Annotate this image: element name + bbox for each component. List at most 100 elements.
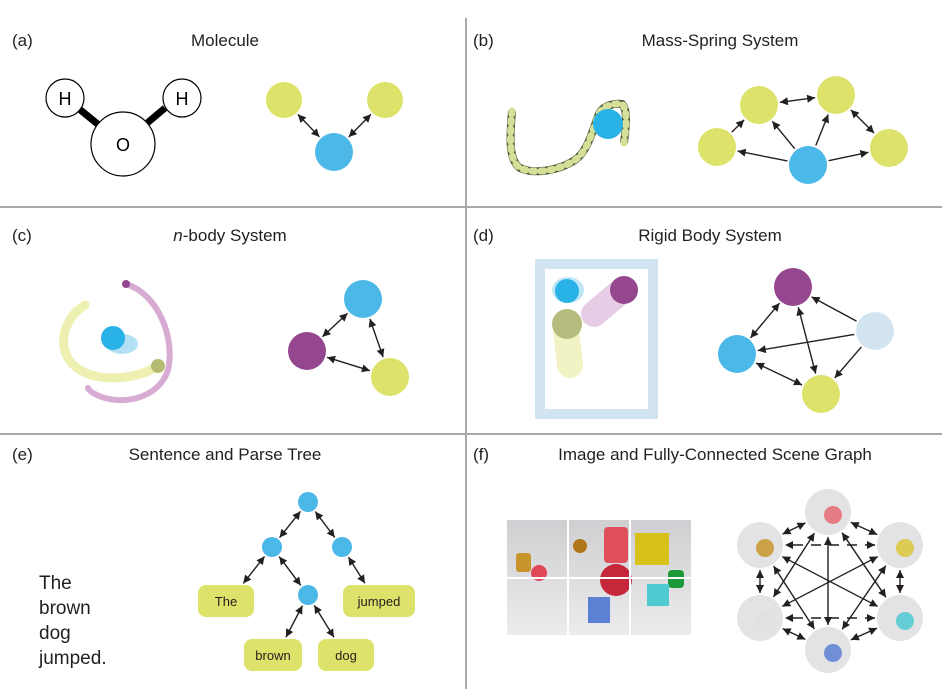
arrowhead [868, 599, 878, 607]
arrowhead [735, 119, 745, 129]
tree-node [332, 537, 352, 557]
arrowhead [809, 364, 818, 374]
scene-node-object [756, 612, 774, 630]
arrowhead [785, 614, 793, 622]
arrowhead [878, 565, 886, 575]
graph-node [698, 128, 736, 166]
atom-o-label: O [116, 135, 130, 155]
arrowhead [867, 541, 875, 549]
arrowhead [376, 348, 385, 358]
edge-line [757, 333, 855, 352]
arrowhead [757, 345, 767, 354]
purple-trajectory [85, 281, 173, 404]
arrowhead [824, 537, 832, 545]
rigid-body-graph [718, 268, 894, 413]
arrowhead [292, 576, 301, 586]
graph-node [802, 375, 840, 413]
arrowhead [322, 328, 331, 337]
word-box [244, 639, 302, 671]
arrowhead [785, 541, 793, 549]
scene-image [507, 520, 691, 635]
spring-masses [506, 100, 630, 175]
graph-node [367, 82, 403, 118]
arrowhead [859, 150, 869, 158]
atom-h-right [162, 78, 202, 118]
gold-cube [635, 533, 669, 565]
arrowhead [793, 377, 803, 386]
arrowhead [850, 632, 860, 641]
edge-line [773, 565, 815, 630]
panel-title: Rigid Body System [638, 226, 782, 245]
arrowhead [796, 522, 806, 531]
container-box [535, 259, 658, 419]
arrowhead [326, 628, 334, 638]
horizontal-divider-1 [0, 206, 942, 208]
sentence-text: The brown dog jumped. [39, 571, 107, 671]
arrowhead [868, 527, 878, 535]
arrowhead [368, 318, 377, 328]
panel-label: (b) [473, 31, 494, 50]
panel-title: Mass-Spring System [641, 31, 799, 50]
word-label: The [215, 594, 237, 609]
scene-node-object [896, 612, 914, 630]
word-label: brown [255, 648, 290, 663]
word-box [343, 585, 415, 617]
n-body-graph [288, 280, 409, 396]
arrowhead [782, 556, 792, 564]
arrowhead [867, 614, 875, 622]
panel-title: Image and Fully-Connected Scene Graph [558, 445, 872, 464]
vertical-divider [465, 18, 467, 689]
cyan-cube [647, 584, 669, 606]
arrowhead [878, 588, 886, 598]
parse-tree-graph: The brown dog jumped [198, 492, 415, 671]
edge-line [781, 555, 879, 608]
sentence-line-2: dog jumped. [39, 623, 107, 669]
arrowhead [315, 511, 324, 521]
panel-title: n-body System [140, 226, 320, 246]
gold-sphere [573, 539, 587, 553]
graph-node [774, 268, 812, 306]
arrowhead [279, 556, 288, 566]
arrowhead [850, 109, 860, 119]
word-box [318, 639, 374, 671]
arrowhead [796, 307, 805, 317]
atom-h-right-label: H [176, 89, 189, 109]
edge-line [737, 150, 788, 162]
arrowhead [896, 585, 904, 593]
arrowhead [824, 617, 832, 625]
edge-line [797, 307, 817, 374]
graph-node [740, 86, 778, 124]
arrowhead [806, 94, 816, 103]
arrowhead [357, 574, 365, 584]
arrowhead [782, 628, 792, 636]
atom-h-left [45, 78, 85, 118]
bond-left [75, 105, 103, 129]
graph-node [266, 82, 302, 118]
edge-line [772, 532, 816, 598]
word-label: dog [335, 648, 357, 663]
arrowhead [896, 570, 904, 578]
panel-label: (f) [473, 445, 490, 464]
title-italic-n: n [173, 226, 183, 245]
arrowhead [821, 114, 829, 124]
bond-right [143, 105, 168, 127]
molecule-graph [266, 82, 403, 171]
arrowhead [865, 124, 875, 134]
arrowhead [796, 632, 806, 640]
arrowhead [868, 556, 878, 564]
panel-title: Molecule [190, 31, 260, 50]
arrowhead [850, 522, 860, 530]
edge-line [755, 362, 803, 386]
arrowhead [756, 570, 764, 578]
panel-label: (e) [12, 445, 33, 464]
arrowhead [348, 557, 357, 567]
arrowhead [314, 605, 322, 615]
yellow-trajectory [59, 300, 163, 383]
arrowhead [772, 121, 781, 130]
edge-line [841, 565, 887, 630]
graph-node [856, 312, 894, 350]
blue-cube [588, 597, 610, 623]
word-label: jumped [357, 594, 401, 609]
